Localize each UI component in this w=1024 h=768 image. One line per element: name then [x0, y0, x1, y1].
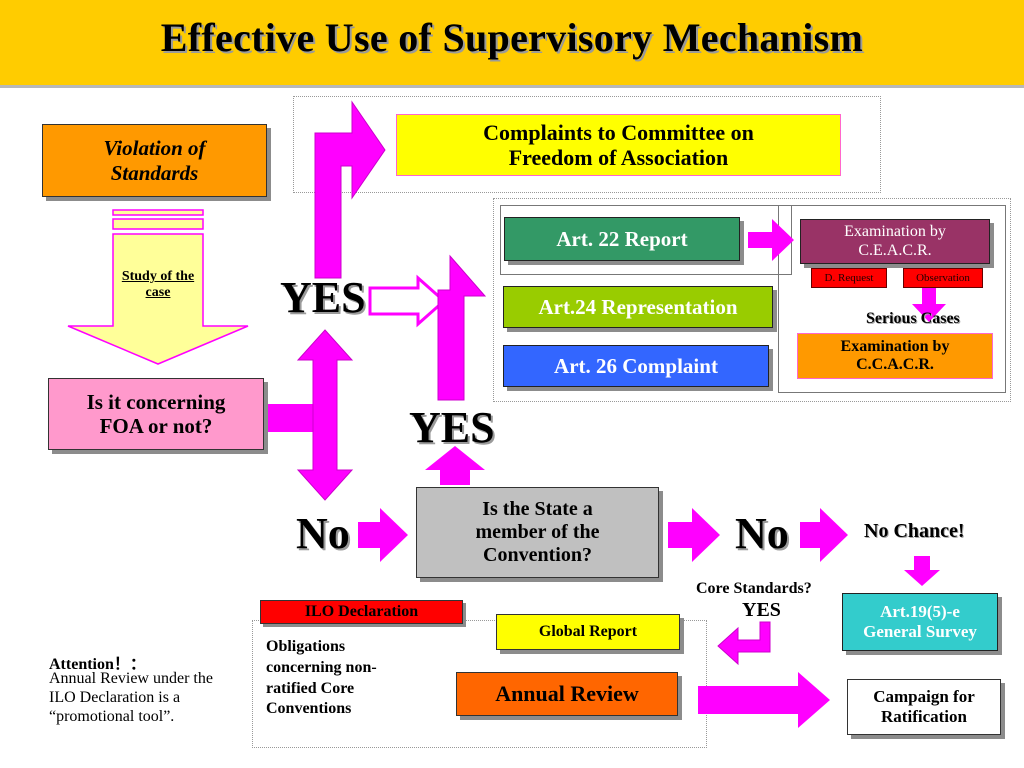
state-up-arrow — [425, 446, 485, 485]
foa-question-box: Is it concerning FOA or not? — [48, 378, 264, 450]
art22-to-ceacr-arrow — [748, 219, 794, 261]
art19-box: Art.19(5)-e General Survey — [842, 593, 998, 651]
d-request-badge: D. Request — [811, 268, 887, 288]
campaign-box: Campaign for Ratification — [847, 679, 1001, 735]
yes-label-1: YES — [280, 273, 366, 322]
art26-box: Art. 26 Complaint — [503, 345, 769, 387]
yes-no-double-arrow — [296, 329, 354, 501]
exam-ceacr-box: Examination by C.E.A.C.R. — [800, 219, 990, 264]
annual-review-box: Annual Review — [456, 672, 678, 716]
state-question-box: Is the State a member of the Convention? — [416, 487, 659, 578]
art22-box: Art. 22 Report — [504, 217, 740, 261]
annual-to-campaign-arrow — [698, 672, 830, 728]
header-bar — [0, 0, 1024, 88]
observation-down-arrow — [912, 288, 946, 322]
exam-ccacr-box: Examination by C.C.A.C.R. — [797, 333, 993, 379]
articles-up-arrow — [437, 254, 487, 401]
serious-cases-label: Serious Cases — [866, 310, 960, 327]
ilo-declaration-box: ILO Declaration — [260, 600, 463, 624]
violation-label: Violation of Standards — [103, 136, 206, 185]
attention-body: Annual Review under the ILO Declaration … — [49, 670, 213, 726]
study-down-arrow — [67, 209, 249, 365]
ceacr-subframe — [778, 205, 1006, 393]
violation-box: Violation of Standards — [42, 124, 267, 197]
nochance-to-art19-arrow — [904, 556, 940, 586]
no-label-1: No — [296, 509, 350, 558]
complaints-box: Complaints to Committee on Freedom of As… — [396, 114, 841, 176]
study-label: Study of the case — [121, 268, 195, 300]
ilo-articles-group-frame — [493, 198, 1011, 402]
complaints-group-frame — [293, 96, 881, 193]
core-standards-label: Core Standards? — [696, 580, 812, 597]
yes-outline-arrow — [368, 274, 447, 328]
yes-label-2: YES — [409, 403, 495, 452]
observation-badge: Observation — [903, 268, 983, 288]
no-label-2: No — [735, 509, 789, 558]
no-chance-label: No Chance! — [864, 520, 965, 542]
obligations-text: Obligations concerning non-ratified Core… — [266, 638, 377, 718]
attention-title: Attention！： — [49, 656, 146, 673]
page-title: Effective Use of Supervisory Mechanism — [160, 15, 864, 60]
declaration-group-frame — [252, 620, 707, 748]
no-to-nochance-arrow — [800, 508, 848, 562]
core-yes-arrow — [717, 621, 771, 666]
global-report-box: Global Report — [496, 614, 680, 650]
state-to-no-arrow — [668, 508, 720, 562]
foa-connector — [268, 404, 318, 432]
core-yes-label: YES — [742, 599, 781, 621]
complaints-l-arrow — [314, 100, 386, 279]
no-to-state-arrow — [358, 508, 408, 562]
art24-box: Art.24 Representation — [503, 286, 773, 328]
